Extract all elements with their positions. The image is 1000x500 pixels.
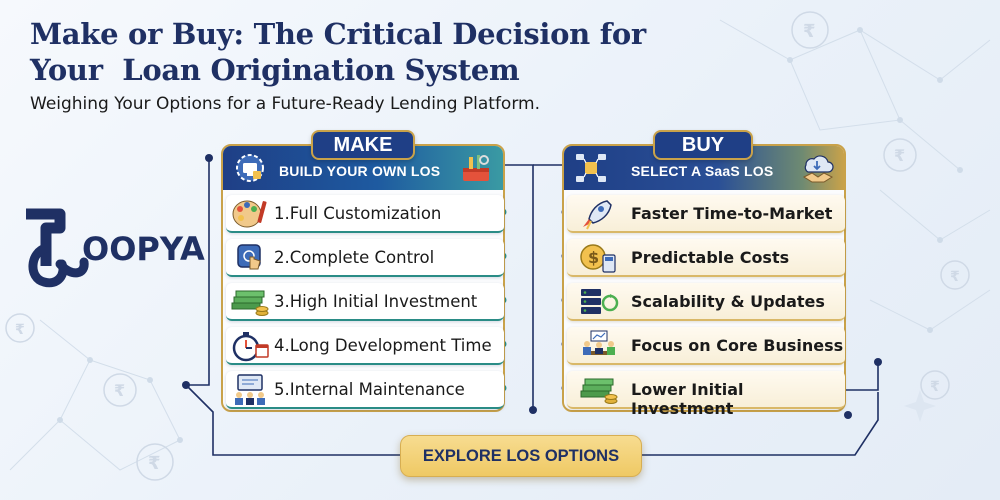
make-item-1: 1.Full Customization (226, 195, 504, 233)
make-item-2-label: 2.Complete Control (274, 248, 435, 267)
svg-text:₹: ₹ (803, 21, 816, 42)
team-meeting-icon (583, 330, 615, 355)
page-title: Make or Buy: The Critical Decision for Y… (30, 16, 730, 88)
svg-text:$: $ (588, 248, 599, 267)
make-item-5-label: 5.Internal Maintenance (274, 380, 465, 399)
server-sync-icon (581, 289, 619, 314)
buy-item-1: Faster Time-to-Market (567, 195, 845, 233)
page-subtitle: Weighing Your Options for a Future-Ready… (30, 94, 540, 114)
buy-item-5: Lower Initial Investment (567, 371, 845, 418)
svg-text:₹: ₹ (114, 381, 125, 400)
make-tag: MAKE (311, 130, 415, 160)
buy-item-4: Focus on Core Business (567, 327, 845, 365)
logo-r-mark (26, 208, 89, 288)
cloud-network-icon (576, 154, 606, 182)
buy-item-1-label: Faster Time-to-Market (631, 204, 833, 223)
palette-icon (232, 200, 267, 228)
touch-control-icon (237, 244, 261, 270)
svg-text:₹: ₹ (15, 322, 25, 338)
buy-item-3: Scalability & Updates (567, 283, 845, 321)
buy-tag: BUY (653, 130, 753, 160)
make-item-4: 4.Long Development Time (226, 327, 504, 365)
title-line-2: Your Loan Origination System (30, 53, 520, 87)
money-stack-icon (231, 290, 269, 316)
rocket-icon (583, 200, 612, 230)
buy-item-3-label: Scalability & Updates (631, 292, 825, 311)
make-item-1-label: 1.Full Customization (274, 204, 442, 223)
money-stack-icon (580, 378, 618, 404)
maintenance-team-icon (235, 374, 265, 405)
handshake-cloud-icon (802, 155, 834, 183)
svg-text:₹: ₹ (950, 269, 960, 285)
make-item-4-label: 4.Long Development Time (274, 336, 492, 355)
brand-logo: OOPYA (22, 208, 205, 292)
explore-los-options-button[interactable]: EXPLORE LOS OPTIONS (400, 435, 642, 477)
gear-monitor-icon (236, 154, 264, 182)
buy-item-2-label: Predictable Costs (631, 248, 790, 267)
make-header-label: BUILD YOUR OWN LOS (279, 163, 441, 179)
buy-panel-header: SELECT A SaaS LOS (564, 146, 844, 190)
make-panel: BUILD YOUR OWN LOS 1.Full Customization … (221, 144, 505, 412)
buy-header-label: SELECT A SaaS LOS (631, 163, 774, 179)
buy-item-5-label: Lower Initial Investment (631, 380, 744, 418)
make-item-3: 3.High Initial Investment (226, 283, 504, 321)
svg-text:₹: ₹ (894, 146, 905, 165)
buy-item-2: $ Predictable Costs (567, 239, 845, 277)
stopwatch-calendar-icon (232, 332, 269, 362)
make-item-3-label: 3.High Initial Investment (274, 292, 478, 311)
svg-text:₹: ₹ (148, 453, 161, 474)
svg-text:₹: ₹ (930, 379, 940, 395)
make-item-5: 5.Internal Maintenance (226, 371, 504, 409)
coin-calculator-icon: $ (580, 244, 616, 273)
buy-panel: SELECT A SaaS LOS Faster Time-to-Market … (562, 144, 846, 418)
logo-wordmark: OOPYA (82, 230, 205, 268)
buy-item-4-label: Focus on Core Business (631, 336, 844, 355)
toolbox-icon (463, 155, 489, 181)
make-item-2: 2.Complete Control (226, 239, 504, 277)
title-line-1: Make or Buy: The Critical Decision for (30, 17, 646, 51)
